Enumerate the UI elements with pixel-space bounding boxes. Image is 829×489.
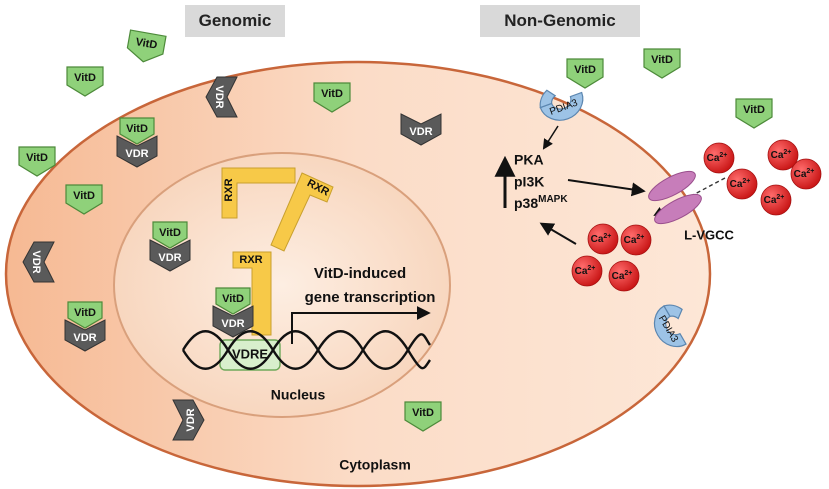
vitd-extracellular: VitD xyxy=(643,48,681,79)
vitd-extracellular: VitD xyxy=(566,58,604,89)
vitd-label: VitD xyxy=(574,64,596,76)
transcription-label-line1: VitD-induced xyxy=(314,265,406,282)
vitd-label: VitD xyxy=(26,152,48,164)
vitd-extracellular: VitD xyxy=(18,146,56,177)
pi3k-label: pI3K xyxy=(514,174,544,190)
lvgcc-label: L-VGCC xyxy=(684,227,734,242)
calcium-ion: Ca2+ xyxy=(790,158,822,190)
nucleus-label: Nucleus xyxy=(271,387,326,403)
vdr-cytoplasmic: VDR xyxy=(205,76,238,118)
vdr-label: VDR xyxy=(185,408,197,431)
vitd-label: VitD xyxy=(321,88,343,100)
vitd-label: VitD xyxy=(222,293,244,305)
vdre-label: VDRE xyxy=(232,346,268,361)
vitd-cytoplasmic: VitD xyxy=(404,401,442,432)
vitd-cytoplasmic: VitD xyxy=(313,82,351,113)
transcription-arrow xyxy=(291,306,431,344)
vitd-label: VitD xyxy=(74,307,96,319)
vitd-label: VitD xyxy=(651,54,673,66)
vdr-label: VDR xyxy=(30,250,42,273)
kinase-to-channel-arrow xyxy=(567,179,646,197)
rxr-free-2: RXR xyxy=(270,172,334,252)
rxr-bound: RXR xyxy=(232,251,272,336)
vitd-label: VitD xyxy=(73,190,95,202)
vitd-label: VitD xyxy=(126,123,148,135)
non-genomic-header-text: Non-Genomic xyxy=(504,11,616,30)
calcium-ion: Ca2+ xyxy=(587,223,619,255)
vdr-cytoplasmic: VDR xyxy=(22,241,55,283)
non-genomic-header: Non-Genomic xyxy=(480,5,640,37)
calcium-ion: Ca2+ xyxy=(760,184,792,216)
vitd-label: VitD xyxy=(412,407,434,419)
calcium-ion: Ca2+ xyxy=(620,224,652,256)
vitd-cytoplasmic: VitD xyxy=(65,184,103,215)
vitd-extracellular: VitD xyxy=(126,29,167,63)
vitd-vdr-complex-cytoplasmic: VDR VitD xyxy=(64,301,106,352)
vitd-extracellular: VitD xyxy=(735,98,773,129)
vdr-label: VDR xyxy=(409,126,432,138)
vitd-label: VitD xyxy=(159,227,181,239)
vdr-label: VDR xyxy=(158,252,181,264)
pka-label: PKA xyxy=(514,152,544,168)
vdr-label: VDR xyxy=(213,85,225,108)
vitd-label: VitD xyxy=(74,72,96,84)
calcium-ion: Ca2+ xyxy=(703,142,735,174)
vitd-vdr-complex-cytoplasmic: VDR VitD xyxy=(116,117,158,168)
calcium-ion: Ca2+ xyxy=(608,260,640,292)
vitd-vdr-complex-nuclear: VDR VitD xyxy=(149,221,191,272)
calcium-ion: Ca2+ xyxy=(726,168,758,200)
vdr-label: VDR xyxy=(125,148,148,160)
genomic-header-text: Genomic xyxy=(198,11,272,30)
calcium-to-kinase-arrow xyxy=(539,222,577,245)
vitd-label: VitD xyxy=(135,36,159,52)
vdr-cytoplasmic: VDR xyxy=(172,399,205,441)
vdr-cytoplasmic: VDR xyxy=(400,113,442,146)
vdr-label: VDR xyxy=(73,332,96,344)
l-vgcc-channel xyxy=(648,170,702,225)
rxr-free-1: RXR xyxy=(221,167,296,219)
rxr-label: RXR xyxy=(239,254,262,266)
nucleus xyxy=(113,152,451,418)
calcium-ion: Ca2+ xyxy=(767,139,799,171)
vitd-label: VitD xyxy=(743,104,765,116)
vitd-vdr-complex-bound: VDR VitD xyxy=(212,287,254,338)
pdia3-to-pka-arrow xyxy=(542,125,559,150)
cytoplasm-label: Cytoplasm xyxy=(339,457,411,473)
rxr-label: RXR xyxy=(223,178,235,201)
vdr-label: VDR xyxy=(221,318,244,330)
calcium-ion: Ca2+ xyxy=(571,255,603,287)
vitd-extracellular: VitD xyxy=(66,66,104,97)
transcription-label-line2: gene transcription xyxy=(305,289,436,306)
genomic-header: Genomic xyxy=(185,5,285,37)
dna-helix xyxy=(181,330,431,370)
